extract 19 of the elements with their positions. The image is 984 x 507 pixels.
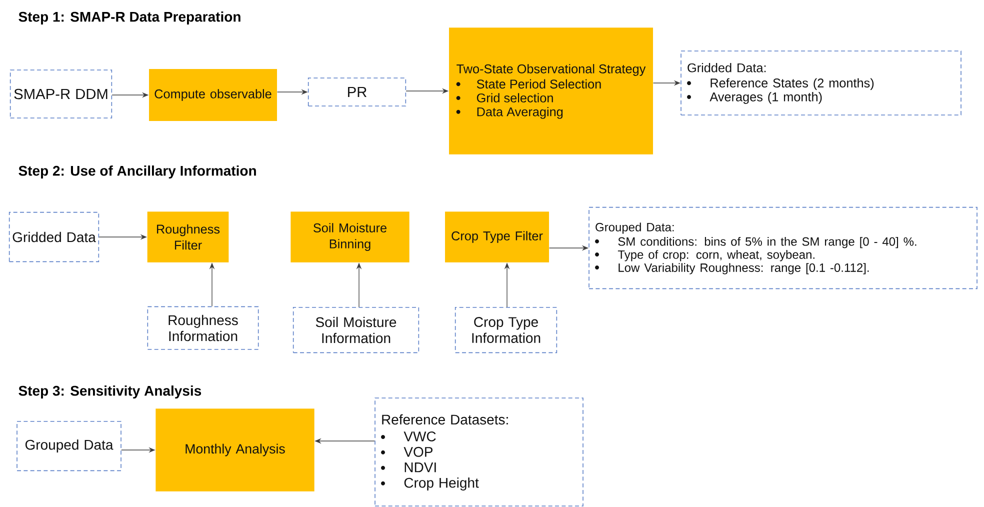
step-heading: Step 1: SMAP-R Data Preparation: [18, 11, 240, 25]
data-box: Gridded Data: Reference States (2 months) Averages (1 month): [680, 50, 962, 116]
process-box: Roughness Filter: [147, 212, 229, 262]
process-box: Monthly Analysis: [156, 408, 314, 492]
data-box: PR: [308, 78, 406, 106]
step-heading: Step 2: Use of Ancillary Information: [18, 165, 256, 179]
process-box: Soil Moisture Binning: [290, 212, 410, 262]
data-box: Grouped Data: [16, 420, 122, 472]
process-box: Crop Type Filter: [445, 212, 549, 262]
data-box: SMAP-R DDM: [10, 70, 112, 118]
data-box: Soil Moisture Information: [292, 306, 420, 354]
process-box: Two-State Observational Strategy State Period Selection Grid selection Data Averaging: [449, 28, 653, 154]
process-box: Compute observable: [149, 69, 277, 121]
data-box: Reference Datasets: VWC VOP NDVI Crop Height: [374, 398, 584, 506]
data-box: Gridded Data: [8, 212, 100, 262]
step-heading: Step 3: Sensitivity Analysis: [18, 385, 202, 399]
data-box: Crop Type Information: [454, 306, 558, 354]
data-box: Roughness Information: [147, 306, 259, 350]
data-box: Grouped Data: SM conditions: bins of 5% in the SM range [0 - 40] %. Type of crop: corn, wheat, soybean. Low Variability Roughness: range [0.1 -0.112].: [588, 206, 978, 290]
